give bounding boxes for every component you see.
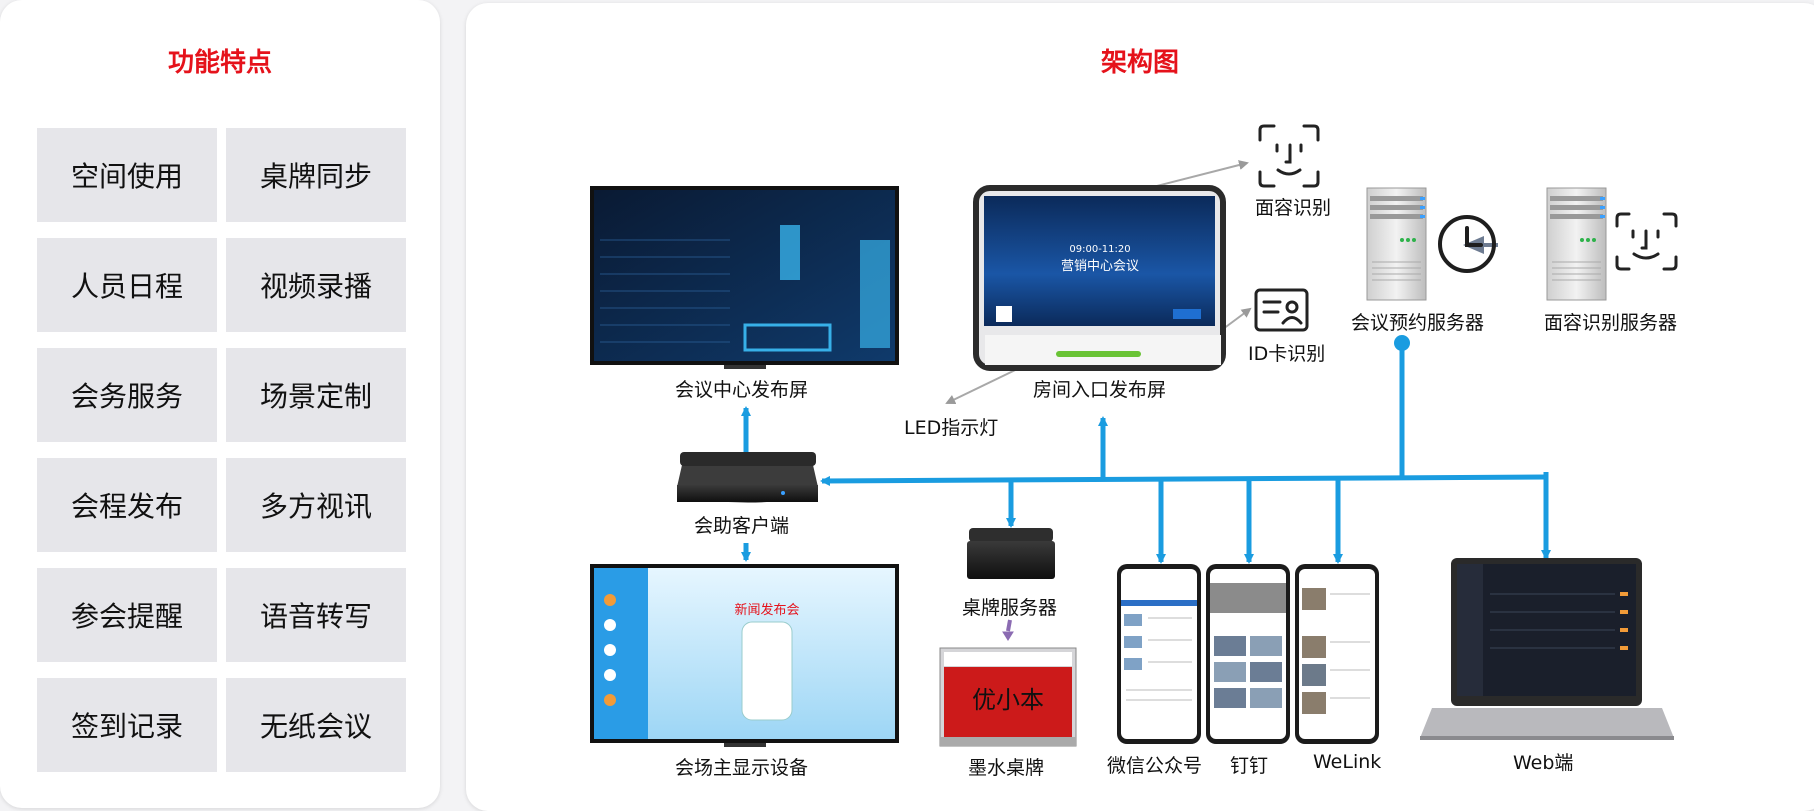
booking-server-connector-dot <box>1394 335 1410 351</box>
features-title: 功能特点 <box>167 48 272 78</box>
feature-item: 参会提醒 <box>37 568 217 662</box>
phone-dingtalk <box>1206 564 1290 744</box>
id-card-label: ID卡识别 <box>1248 343 1326 365</box>
eink-nameplate: 优小本 <box>939 647 1077 747</box>
dingtalk-label: 钉钉 <box>1230 755 1269 777</box>
face-server-face-icon <box>1615 212 1678 271</box>
room-entrance-tablet: 09:00-11:20 营销中心会议 <box>973 185 1226 371</box>
face-id-icon <box>1258 124 1320 188</box>
feature-item: 空间使用 <box>37 128 217 222</box>
feature-item: 桌牌同步 <box>226 128 406 222</box>
face-server-label: 面容识别服务器 <box>1544 312 1678 334</box>
feature-item: 视频录播 <box>226 238 406 332</box>
feature-item: 场景定制 <box>226 348 406 442</box>
room-time-text: 09:00-11:20 <box>1069 244 1130 255</box>
feature-item: 无纸会议 <box>226 678 406 772</box>
welink-label: WeLink <box>1313 751 1382 773</box>
clock-icon <box>1438 215 1496 273</box>
room-screen-label: 房间入口发布屏 <box>1033 379 1167 401</box>
face-recognition-server-icon <box>1546 187 1607 301</box>
client-box-icon <box>677 452 818 503</box>
feature-item: 签到记录 <box>37 678 217 772</box>
booking-server-icon <box>1366 187 1427 301</box>
room-meeting-text: 营销中心会议 <box>1061 259 1139 274</box>
nameplate-server-label: 桌牌服务器 <box>962 597 1058 619</box>
web-label: Web端 <box>1513 752 1574 774</box>
face-server-arrow <box>1462 235 1498 255</box>
center-screen-tv <box>590 186 899 369</box>
client-label: 会助客户端 <box>694 515 790 537</box>
center-screen-label: 会议中心发布屏 <box>675 379 809 401</box>
feature-item: 多方视讯 <box>226 458 406 552</box>
wechat-label: 微信公众号 <box>1107 755 1203 777</box>
eink-label: 墨水桌牌 <box>968 757 1045 779</box>
feature-item: 语音转写 <box>226 568 406 662</box>
nameplate-down-arrow <box>1002 631 1014 641</box>
booking-server-label: 会议预约服务器 <box>1351 312 1485 334</box>
feature-item: 人员日程 <box>37 238 217 332</box>
architecture-title: 架构图 <box>1100 48 1179 78</box>
feature-item: 会程发布 <box>37 458 217 552</box>
phone-welink <box>1295 564 1379 744</box>
connector-lines <box>741 344 1551 564</box>
main-display-label: 会场主显示设备 <box>675 757 809 779</box>
eink-name-text: 优小本 <box>972 686 1044 714</box>
feature-grid: 空间使用 桌牌同步 人员日程 视频录播 会务服务 场景定制 会程发布 多方视讯 … <box>37 128 406 772</box>
nameplate-server-icon <box>967 528 1055 579</box>
face-id-label: 面容识别 <box>1255 197 1332 219</box>
phone-wechat <box>1117 564 1201 744</box>
press-conference-text: 新闻发布会 <box>734 602 799 618</box>
feature-item: 会务服务 <box>37 348 217 442</box>
web-laptop <box>1420 558 1674 740</box>
id-card-icon <box>1254 288 1309 332</box>
led-label: LED指示灯 <box>904 417 999 439</box>
main-display-device: 新闻发布会 <box>590 564 899 747</box>
